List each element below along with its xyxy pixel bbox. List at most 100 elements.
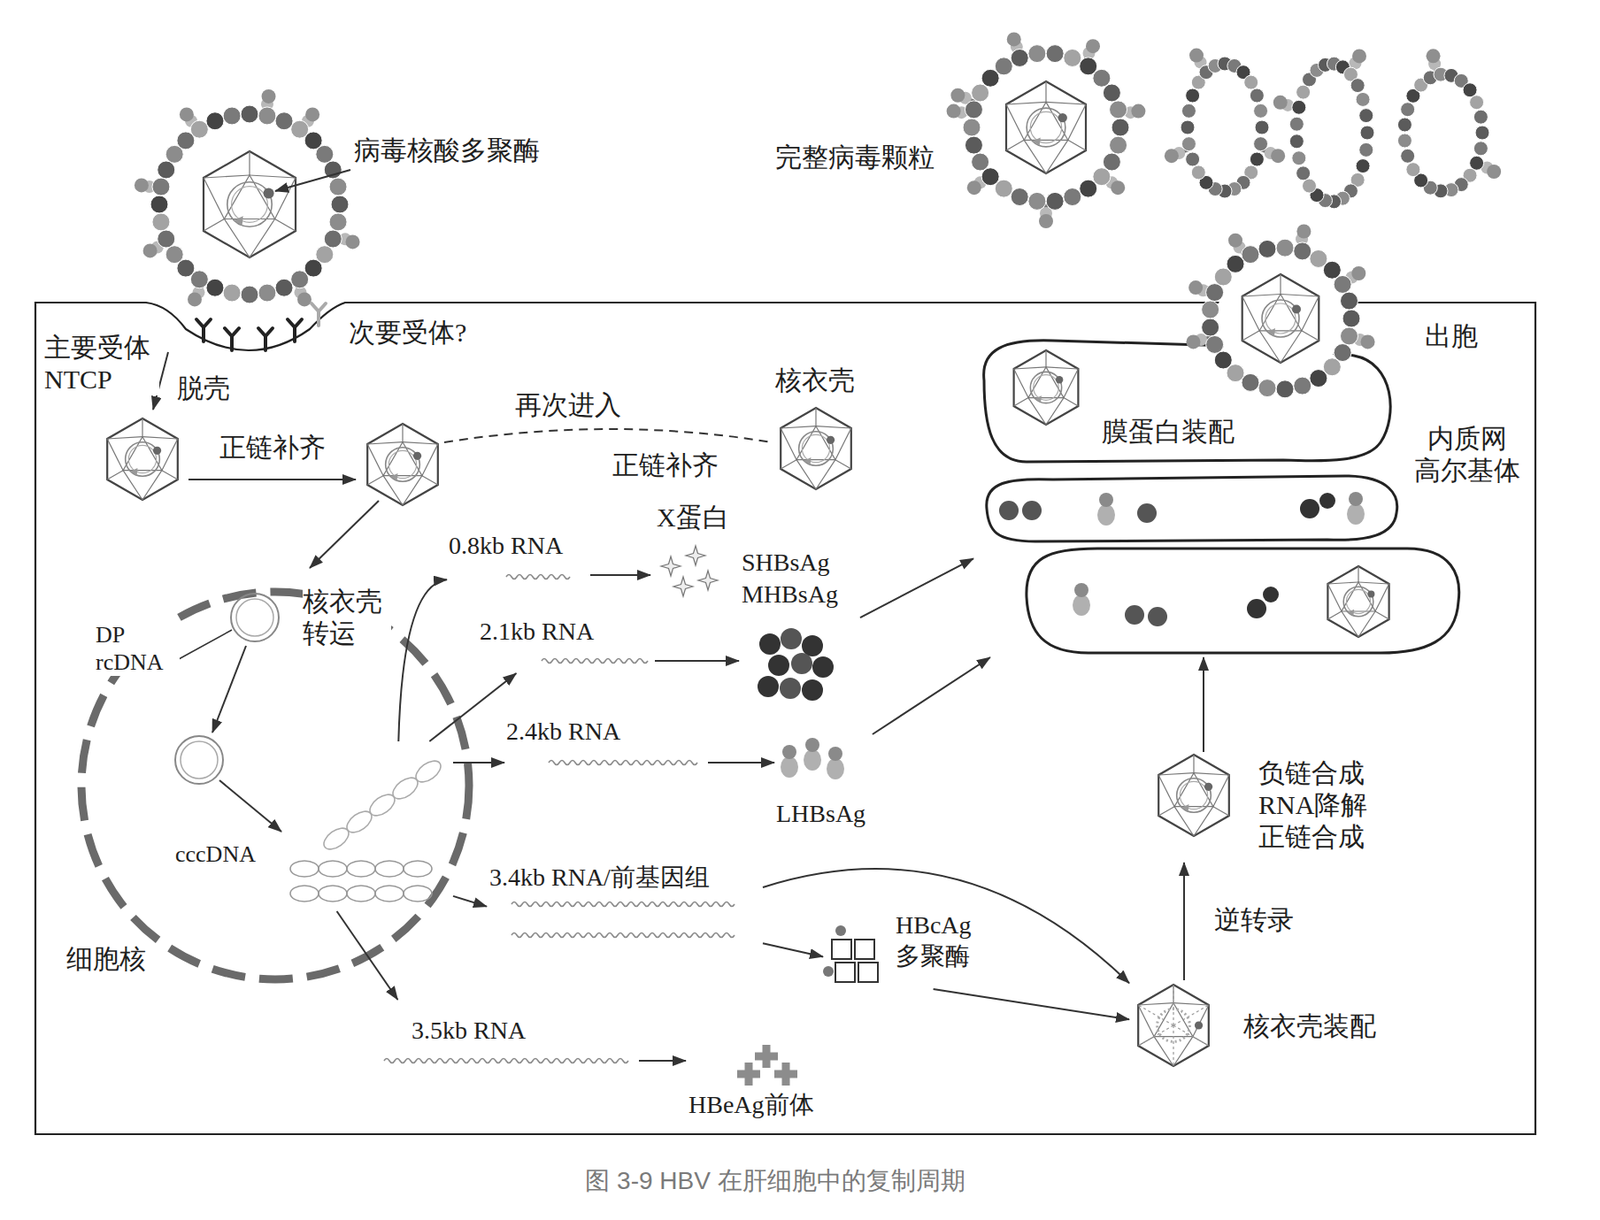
capsid-facet <box>107 438 124 471</box>
capsid-facet <box>1193 773 1230 776</box>
lhbs-head <box>1099 492 1114 508</box>
envelope-protein <box>1475 125 1490 140</box>
capsid-facet <box>1213 807 1230 816</box>
capsid-shell <box>367 423 439 506</box>
process-arrow <box>212 646 247 733</box>
envelope-protein <box>1359 108 1374 124</box>
capsid-icon <box>1158 754 1230 837</box>
text-slot: 病毒核酸多聚酶 <box>353 134 540 167</box>
capsid-facet <box>367 444 384 477</box>
rcdna-ring: 核衣壳 转运DP rcDNA <box>92 584 399 681</box>
hbeag-cross <box>774 1062 798 1086</box>
spike-head <box>1228 233 1243 248</box>
text-slot: 核衣壳装配 <box>1243 1010 1377 1043</box>
capsid-facet <box>1006 139 1024 151</box>
capsid-facet <box>1068 104 1086 140</box>
viral-dna <box>1176 778 1212 814</box>
capsid-facet <box>1358 611 1376 638</box>
capsid-facet <box>1045 81 1047 102</box>
capsid-facet <box>1158 775 1175 808</box>
arrow-connector <box>872 657 991 735</box>
process-arrow <box>275 169 351 192</box>
shbs-dot <box>757 676 779 698</box>
viral-dna <box>388 450 416 478</box>
envelope-protein <box>1406 162 1421 177</box>
spike-head <box>1130 104 1146 119</box>
envelope-interior <box>1216 254 1345 383</box>
spike-head <box>1185 334 1200 349</box>
viral-dna <box>1179 781 1208 809</box>
spike-head <box>1038 214 1054 229</box>
envelope-protein <box>1469 155 1485 170</box>
envelope-protein <box>981 168 1000 186</box>
capsid-icon <box>1138 984 1209 1067</box>
capsid-facet <box>1063 369 1078 399</box>
capsid-facet <box>1280 330 1302 363</box>
envelope-protein <box>1046 192 1064 210</box>
capsid-facet <box>1192 1005 1209 1038</box>
rna-wave <box>511 902 735 908</box>
node-label: 2.1kb RNA <box>479 616 594 647</box>
text-slot: 细胞核 <box>66 943 147 976</box>
node-label: 3.4kb RNA/前基因组 <box>489 862 710 893</box>
e-antigen-precursor: HBeAg前体 <box>685 1044 844 1128</box>
maturing-nucleocapsid: 负链合成 RNA降解 正链合成 <box>1148 752 1397 863</box>
capsid-facet <box>203 175 250 178</box>
text-slot: X蛋白 <box>656 501 730 534</box>
figure-caption: 图 3-9 HBV 在肝细胞中的复制周期 <box>332 1166 1218 1197</box>
capsid-facet <box>835 428 852 461</box>
spike-head <box>143 243 158 258</box>
assembly-line <box>1173 1025 1209 1047</box>
arrow-connector <box>654 660 739 662</box>
capsid-facet <box>1279 274 1281 295</box>
capsid-facet <box>249 219 276 259</box>
text-slot: cccDNA <box>175 840 256 869</box>
envelope-protein <box>1028 45 1047 63</box>
text-slot: 正链补齐 <box>219 431 326 464</box>
envelope-protein <box>258 107 277 125</box>
node-label: 内质网 高尔基体 <box>1411 423 1523 487</box>
x-protein-star <box>673 576 693 597</box>
spike-head <box>297 292 312 307</box>
envelope-protein <box>971 84 990 102</box>
node-label: 完整病毒颗粒 <box>775 141 935 174</box>
capsid-facet <box>1006 104 1024 140</box>
hbcag-square <box>835 962 855 983</box>
text-slot: 核衣壳 转运 <box>302 585 392 650</box>
nucleosome <box>318 861 347 877</box>
arrow-connector <box>1202 657 1205 753</box>
capsid-icon <box>367 423 439 506</box>
shbs-dot <box>1319 492 1336 509</box>
spike-head <box>1426 48 1441 63</box>
viral-dna <box>385 447 421 483</box>
capsid-facet <box>1138 1005 1154 1038</box>
spike-head <box>1110 180 1125 195</box>
annotation-label: 主要受体 NTCP <box>44 331 160 396</box>
lhbs-head <box>828 746 843 762</box>
text-slot: 内质网 高尔基体 <box>1411 423 1523 487</box>
viral-dna <box>799 431 834 467</box>
capsid-shell <box>1138 984 1209 1067</box>
arrow-connector <box>590 574 651 577</box>
envelope-protein <box>1339 327 1358 346</box>
process-arrow <box>219 780 282 832</box>
capsid-facet <box>275 177 296 220</box>
envelope-protein <box>1102 153 1121 171</box>
envelope-protein <box>1397 117 1412 132</box>
envelope-protein <box>330 195 349 214</box>
text-slot: 0.8kb RNA <box>448 530 563 562</box>
shbs-dot <box>1137 503 1157 524</box>
nucleosome <box>290 885 319 902</box>
capsid-facet <box>796 460 816 490</box>
node-label: X蛋白 <box>656 501 730 534</box>
receptor-symbol <box>258 328 273 351</box>
capsid-facet <box>248 151 250 176</box>
nucleosome <box>346 861 376 877</box>
envelope-protein <box>1028 192 1047 210</box>
capsid-facet <box>161 470 178 480</box>
capsid-facet <box>1023 139 1047 174</box>
capsid-facet <box>1014 367 1047 370</box>
viral-dna <box>1030 371 1062 403</box>
assembly-line <box>1138 1025 1174 1047</box>
